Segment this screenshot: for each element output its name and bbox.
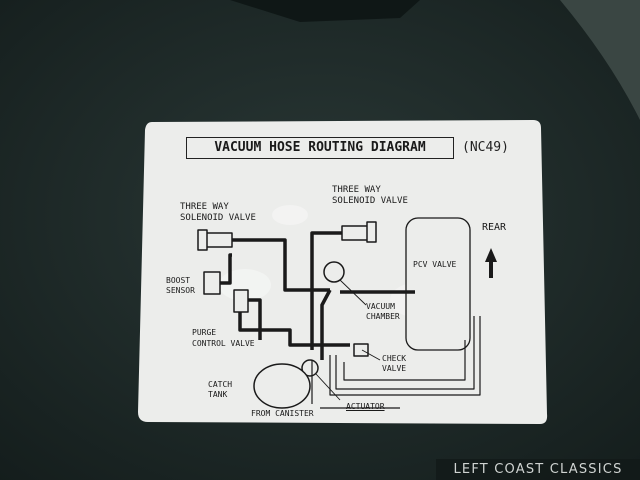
label-three-way-solenoid-valve-left: THREE WAY SOLENOID VALVE [180,202,256,223]
label-from-canister: FROM CANISTER [251,409,314,418]
label-catch-tank: CATCH TANK [208,380,233,399]
boost-sensor-shape [203,271,221,295]
model-code: (NC49) [462,140,509,155]
diagram-title: VACUUM HOSE ROUTING DIAGRAM [186,137,454,159]
vacuum-chamber-shape [323,261,345,283]
left-solenoid-valve-shape [205,232,233,248]
label-pcv-valve: PCV VALVE [413,260,457,269]
label-three-way-solenoid-valve-right: THREE WAY SOLENOID VALVE [332,185,408,206]
label-rear: REAR [482,222,507,233]
rear-arrow-icon [485,248,497,278]
label-actuator: ACTUATOR [346,402,385,411]
pcv-valve-shape [405,217,471,351]
purge-control-valve-shape [233,289,249,313]
label-check-valve: CHECK VALVE [382,354,407,373]
catch-tank-shape [253,363,311,409]
label-purge-control-valve: PURGE CONTROL VALVE [192,328,255,348]
check-valve-shape [353,343,369,357]
label-boost-sensor: BOOST SENSOR [166,276,195,295]
watermark: LEFT COAST CLASSICS [436,459,640,480]
actuator-shape [301,359,319,377]
right-solenoid-valve-shape [341,225,369,241]
label-vacuum-chamber: VACUUM CHAMBER [366,302,400,321]
